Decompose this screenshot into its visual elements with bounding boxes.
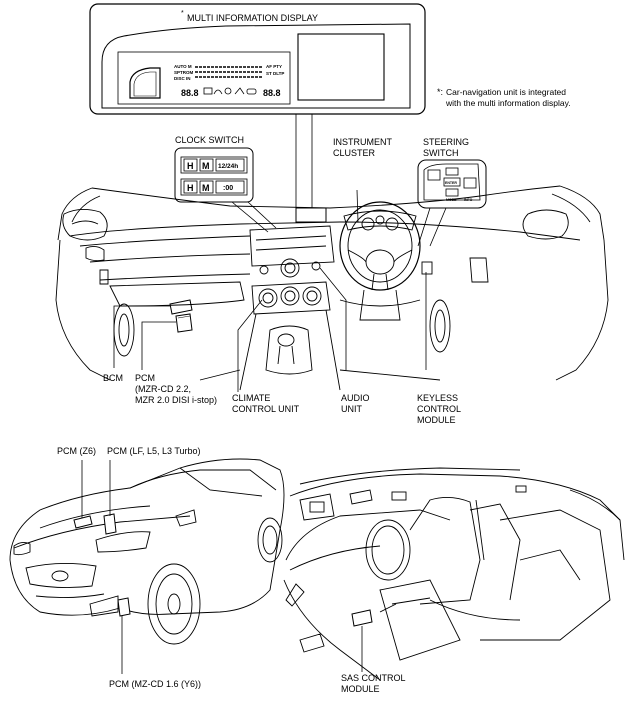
mid-lcd-dial xyxy=(129,67,161,99)
clock-switch-frame xyxy=(174,147,254,203)
mid-lcd-text-3: DISC IN xyxy=(174,76,191,81)
clock-m-button-2: M xyxy=(202,183,210,193)
label-clock-switch: CLOCK SWITCH xyxy=(175,135,244,145)
steering-switch-frame xyxy=(417,159,487,209)
mid-panel-outline xyxy=(101,23,411,109)
mid-lcd-text-5: ST DLTP xyxy=(266,71,284,76)
label-audio-unit: AUDIO UNIT xyxy=(341,393,370,414)
mid-lcd-text-4: AF PTY xyxy=(266,64,282,69)
car-exterior-drawing xyxy=(9,458,285,645)
note-text: Car-navigation unit is integrated with t… xyxy=(446,87,571,108)
labels: CLOCK SWITCH BCM PCM (Z6) PCM (LF, L5, L… xyxy=(57,135,244,689)
label-steering-switch: STEERING SWITCH xyxy=(423,137,470,158)
car-exterior-leaders xyxy=(81,460,123,674)
mid-callout: AUTO M SPTROM DISC IN AF PTY ST DLTP 88.… xyxy=(89,3,426,208)
label-pcm-z6: PCM (Z6) xyxy=(57,446,96,456)
mid-lcd-icons xyxy=(203,87,257,95)
mid-lcd-text-1: AUTO M xyxy=(174,64,192,69)
label-instrument-cluster: INSTRUMENT CLUSTER xyxy=(333,137,392,158)
dashboard-drawing xyxy=(55,185,609,391)
steering-enter-label: ENTER xyxy=(445,181,457,185)
label-pcm-lf: PCM (LF, L5, L3 Turbo) xyxy=(107,446,201,456)
note-mark: *: xyxy=(437,87,443,97)
clock-12-24h-button: 12/24h xyxy=(218,163,238,170)
label-sas-control-module: SAS CONTROL MODULE xyxy=(341,673,406,694)
mid-title-mark: * xyxy=(181,10,184,17)
steering-mode-label: MODE xyxy=(446,198,457,202)
mid-navigation-screen xyxy=(297,33,385,101)
label-pcm-y6: PCM (MZ-CD 1.6 (Y6)) xyxy=(109,679,201,689)
clock-h-button: H xyxy=(187,161,194,171)
label-climate-control-unit: CLIMATE CONTROL UNIT xyxy=(232,393,300,414)
car-interior-drawing xyxy=(283,467,625,681)
mid-lcd xyxy=(117,51,291,105)
label-pcm-mzr: PCM (MZR-CD 2.2, MZR 2.0 DISI i-stop) xyxy=(135,373,218,405)
clock-switch-callout: H M 12/24h H M :00 xyxy=(174,147,277,233)
clock-00-button: :00 xyxy=(223,185,233,192)
dashboard-leader-lines xyxy=(113,189,427,392)
mid-lcd-value-right: 88.8 xyxy=(263,88,281,98)
mid-title: MULTI INFORMATION DISPLAY xyxy=(187,13,318,23)
clock-m-button: M xyxy=(202,161,210,171)
steering-switch-callout: ENTER MODE INFO xyxy=(417,159,487,247)
mid-lcd-value-left: 88.8 xyxy=(181,88,199,98)
clock-switch-leader xyxy=(231,201,269,233)
label-bcm: BCM xyxy=(103,373,123,383)
mid-segment-bars xyxy=(195,66,262,78)
clock-h-button-2: H xyxy=(187,183,194,193)
steering-info-label: INFO xyxy=(464,198,473,202)
mid-callout-frame xyxy=(89,3,426,115)
label-keyless-control-module: KEYLESS CONTROL MODULE xyxy=(417,393,462,425)
mid-lcd-text-2: SPTROM xyxy=(174,70,194,75)
